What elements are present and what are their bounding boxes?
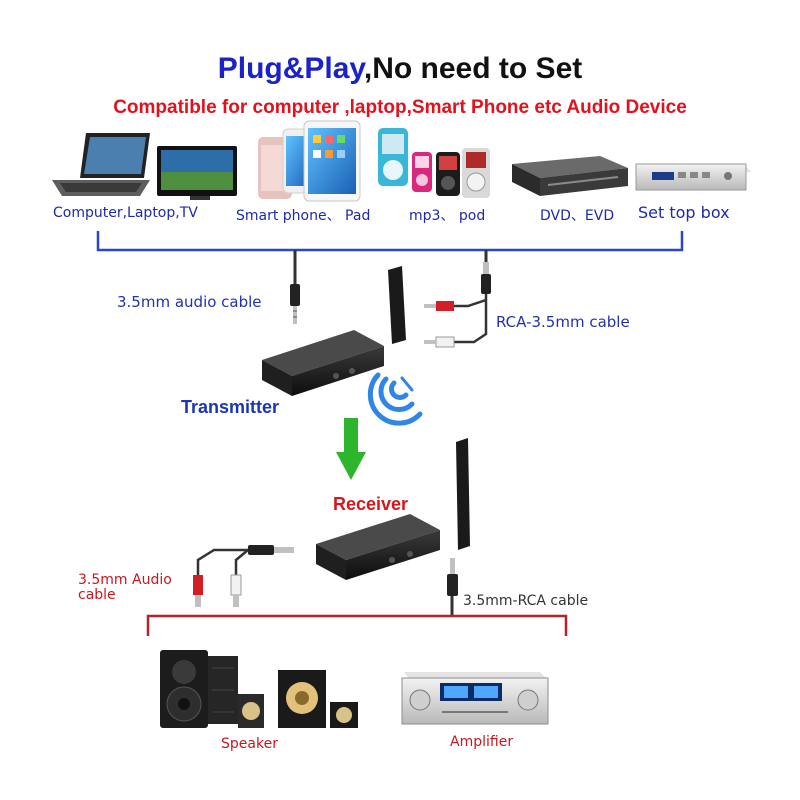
page-subtitle: Compatible for computer ,laptop,Smart Ph… — [113, 97, 687, 118]
set-top-box-icon — [635, 163, 752, 191]
rca-cable-icon — [424, 250, 491, 348]
receiver-audio-cable-icon — [193, 545, 294, 607]
source-label-smartphone: Smart phone、 Pad — [236, 208, 371, 224]
receiver-rca-cable-label: 3.5mm-RCA cable — [463, 593, 589, 609]
transmitter-device-icon — [262, 266, 406, 396]
ipod-icon — [436, 148, 490, 198]
amplifier-label: Amplifier — [450, 734, 514, 750]
source-label-dvd: DVD、EVD — [540, 208, 615, 224]
source-label-set-top-box: Set top box — [638, 203, 730, 222]
output-bracket — [146, 614, 568, 636]
down-arrow-icon — [336, 418, 366, 480]
wireless-signal-icon — [367, 372, 423, 426]
source-label-mp3: mp3、 pod — [409, 208, 486, 224]
speaker-icon — [160, 650, 358, 728]
transmitter-label: Transmitter — [181, 397, 280, 417]
speaker-label: Speaker — [221, 736, 278, 752]
audio-cable-3-5mm-icon — [290, 250, 300, 324]
laptop-icon — [52, 133, 150, 196]
rca-cable-label: RCA-3.5mm cable — [496, 313, 630, 331]
amplifier-icon — [401, 672, 549, 725]
audio-cable-label: 3.5mm audio cable — [117, 293, 262, 311]
page-title: Plug&Play,No need to Set — [0, 52, 800, 86]
receiver-audio-cable-label-line1: 3.5mm Audio — [78, 572, 172, 588]
source-bracket — [96, 231, 684, 252]
receiver-device-icon — [316, 438, 470, 580]
tv-icon — [157, 146, 237, 200]
receiver-rca-cable-icon — [447, 558, 458, 616]
title-no-need: ,No need to Set — [363, 52, 583, 85]
source-label-computer: Computer,Laptop,TV — [53, 205, 198, 221]
receiver-label: Receiver — [333, 494, 409, 514]
receiver-audio-cable-label-line2: cable — [78, 587, 116, 603]
title-plug-play: Plug&Play — [217, 52, 364, 85]
tablet-icon — [303, 120, 361, 202]
dvd-player-icon — [512, 156, 628, 196]
mp3-player-icon — [378, 128, 432, 192]
